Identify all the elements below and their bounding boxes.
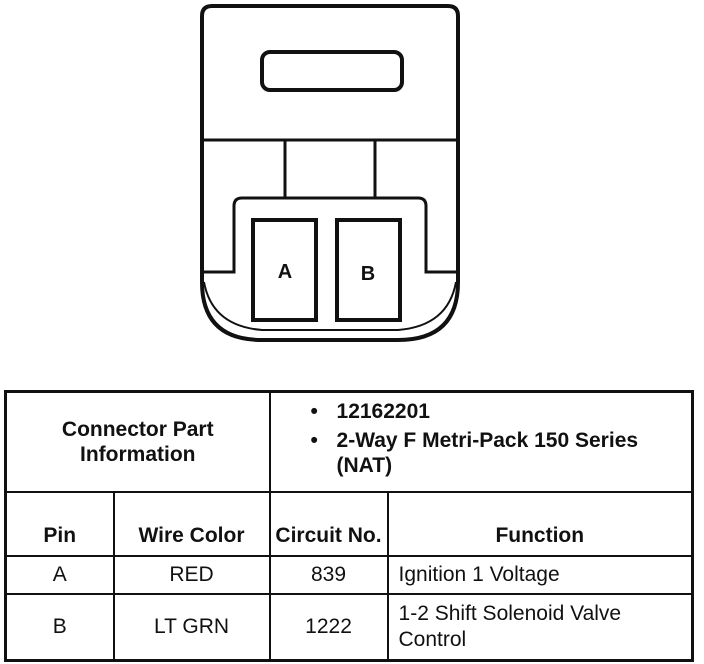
cavity-a-box — [251, 218, 318, 322]
body-lower-inner-curve — [203, 281, 457, 331]
cavity-b-label: B — [361, 263, 375, 285]
wire-color-cell: LT GRN — [112, 592, 271, 661]
connector-part-info-list: 12162201 2-Way F Metri-Pack 150 Series (… — [268, 390, 694, 493]
table-row: B LT GRN 1222 1-2 Shift Solenoid Valve C… — [4, 592, 694, 661]
cavity-b-box — [335, 218, 402, 322]
table-row: A RED 839 Ignition 1 Voltage — [4, 554, 694, 595]
function-cell: 1-2 Shift Solenoid Valve Control — [386, 592, 694, 661]
function-header: Function — [386, 490, 694, 557]
circuit-cell: 1222 — [268, 592, 389, 661]
part-number-item: 12162201 — [311, 399, 684, 424]
connector-face-diagram: A B — [200, 4, 460, 342]
locking-tab-slot — [260, 50, 404, 92]
pin-header: Pin — [4, 490, 115, 557]
pin-cell: A — [4, 554, 115, 595]
connector-info-table: Connector Part Information 12162201 2-Wa… — [4, 390, 695, 662]
circuit-cell: 839 — [268, 554, 389, 595]
circuit-no-header: Circuit No. — [268, 490, 389, 557]
connector-part-info-label: Connector Part Information — [4, 390, 271, 493]
connector-type-item: 2-Way F Metri-Pack 150 Series (NAT) — [311, 428, 684, 478]
pin-cell: B — [4, 592, 115, 661]
column-header-row: Pin Wire Color Circuit No. Function — [4, 490, 694, 557]
part-info-row: Connector Part Information 12162201 2-Wa… — [4, 390, 694, 493]
function-cell: Ignition 1 Voltage — [386, 554, 694, 595]
cavity-a-label: A — [278, 261, 292, 283]
wire-color-cell: RED — [112, 554, 271, 595]
cavity-housing-outline — [204, 196, 456, 274]
wire-color-header: Wire Color — [112, 490, 271, 557]
